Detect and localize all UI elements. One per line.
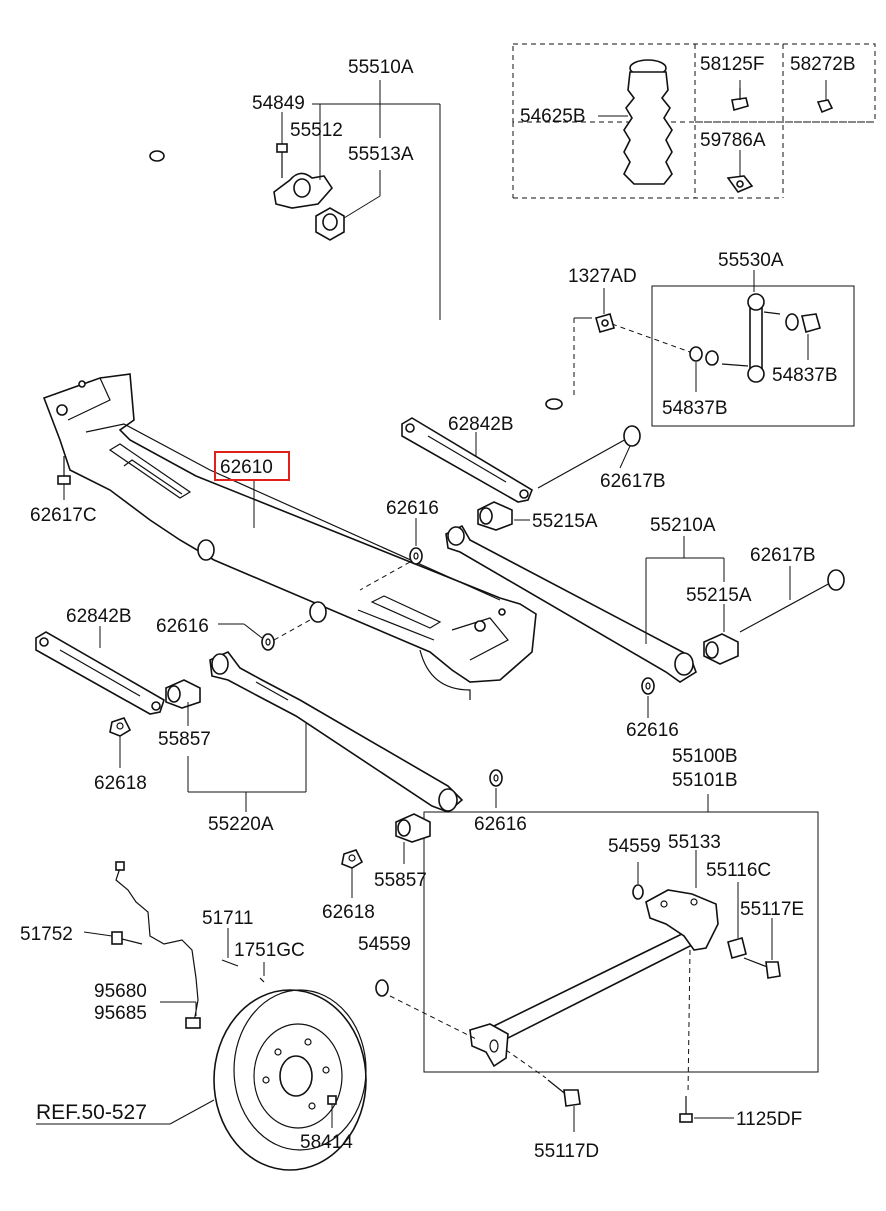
stabilizer-link [689,293,821,383]
bushing-55116C [727,937,747,959]
label-51752: 51752 [20,924,73,945]
label-62610: 62610 [220,457,273,478]
washer-62616-d [489,769,503,787]
leader-lines [36,80,827,1132]
trailing-arm-assembly [469,889,719,1068]
bolt-54849 [276,143,288,178]
label-58272B: 58272B [790,54,856,75]
wheel-speed-sensor [115,861,201,1029]
small-nut-58272B [816,99,834,114]
long-bolt-upper [537,425,641,489]
washer-54559-upper [632,884,644,900]
lateral-rod-55210A [445,524,697,683]
bolt-55117D [547,1079,581,1107]
label-55215A-upper: 55215A [532,511,598,532]
label-62616-c: 62616 [626,720,679,741]
label-62618-mid: 62618 [322,902,375,923]
label-62617B-upper: 62617B [600,471,666,492]
bushing-55857-left [165,679,201,709]
lateral-plate-upper [401,417,533,503]
label-54625B: 54625B [520,106,586,127]
washer-62616-c [641,677,655,695]
label-54559-lower: 54559 [358,934,411,955]
bump-stopper-boot [623,59,673,185]
label-62616-d: 62616 [474,814,527,835]
bolt-51752 [111,931,143,945]
label-55133: 55133 [668,832,721,853]
trailing-arm-box [423,811,819,1073]
lateral-plate-lower [35,631,165,715]
label-95680: 95680 [94,981,147,1002]
label-54849: 54849 [252,93,305,114]
bushing-55857-right [395,813,431,843]
label-51711: 51711 [202,908,253,929]
label-54837B-right: 54837B [772,365,838,386]
clip-59786A [726,175,754,193]
ref-label: REF.50-527 [36,1101,147,1124]
label-62617B-lower: 62617B [750,545,816,566]
label-1327AD: 1327AD [568,266,637,287]
long-bolt-lower [739,569,845,633]
label-62617C: 62617C [30,505,97,526]
label-59786A: 59786A [700,130,766,151]
boot-kit-box [512,43,876,199]
label-55101B: 55101B [672,770,738,791]
label-55857-left: 55857 [158,729,211,750]
label-55530A: 55530A [718,250,784,271]
bushing-55215A-upper [477,501,513,531]
stabilizer-bushing [315,207,345,241]
washer-54559-lower [375,979,389,997]
label-95685: 95685 [94,1003,147,1024]
label-55117E: 55117E [740,899,804,920]
label-62616-b: 62616 [156,616,209,637]
label-55210A: 55210A [650,515,716,536]
washer-62616-b [261,633,275,651]
label-62842B-upper: 62842B [448,414,514,435]
brake-disc [213,989,367,1171]
label-55117D: 55117D [534,1141,599,1162]
label-1125DF: 1125DF [736,1109,802,1130]
rear-axle-beam [42,373,537,700]
label-55512: 55512 [290,120,343,141]
label-55215A-lower: 55215A [686,585,752,606]
bolt-51711 [221,959,239,967]
label-55116C: 55116C [706,860,771,881]
nut-62618-left [109,717,132,737]
label-62842B-lower: 62842B [66,606,132,627]
label-54559-upper: 54559 [608,836,661,857]
highlight-box [214,451,290,481]
small-fastener-58125F [731,88,749,112]
label-58414: 58414 [300,1132,353,1153]
label-1751GC: 1751GC [234,940,305,961]
label-62616-a: 62616 [386,498,439,519]
nut-1327AD [595,313,615,333]
label-58125F: 58125F [700,54,764,75]
control-arm-55220A [209,651,464,813]
label-55857-right: 55857 [374,870,427,891]
stabilizer-bar [149,127,606,410]
stabilizer-link-box [651,285,855,427]
label-54837B-left: 54837B [662,398,728,419]
label-55513A: 55513A [348,144,414,165]
label-55100B: 55100B [672,746,738,767]
part-labels: 55510A 54849 55512 55513A 54625B 58125F … [20,54,856,1162]
screw-58414 [327,1095,337,1105]
bolt-1125DF [679,1096,693,1123]
clip-1751GC [259,977,265,983]
nut-62618-mid [341,849,364,869]
bushing-55215A-lower [703,633,739,665]
label-62618-left: 62618 [94,773,147,794]
washer-62616-a [409,547,423,565]
stabilizer-bracket [273,172,334,209]
bolt-55117E [743,957,781,979]
label-55510A: 55510A [348,57,414,78]
label-55220A: 55220A [208,814,274,835]
